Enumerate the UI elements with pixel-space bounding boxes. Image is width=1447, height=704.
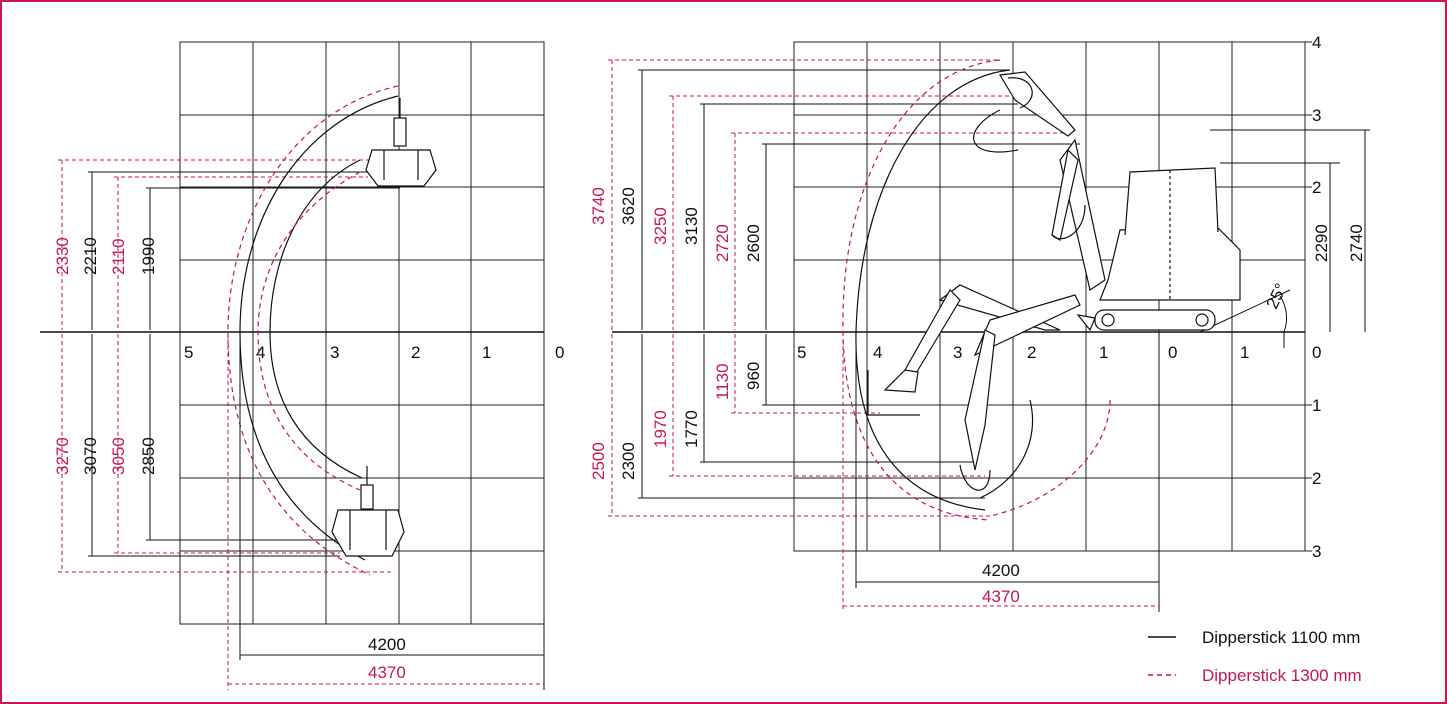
left-dim-label: 2210	[81, 237, 100, 275]
right-x-tick: 4	[873, 343, 882, 362]
left-reach-black: 4200	[368, 635, 406, 654]
left-grab-upper	[365, 98, 437, 187]
right-dim-label: 960	[744, 362, 763, 390]
left-x-tick: 2	[411, 343, 420, 362]
right-dim-label: 2300	[619, 442, 638, 480]
excavator-illustration	[867, 71, 1241, 491]
right-x-tick: 0	[1312, 343, 1321, 362]
right-y-tick: 1	[1312, 396, 1321, 415]
right-y-tick-labels: 4 3 2 1 2 3	[1312, 33, 1321, 561]
right-y-tick: 2	[1312, 178, 1321, 197]
left-reach-arcs: 4200 4370	[227, 85, 545, 690]
right-reach-black: 4200	[982, 561, 1020, 580]
left-x-tick: 0	[555, 343, 564, 362]
legend-red-label: Dipperstick 1300 mm	[1202, 666, 1362, 685]
right-dim-label: 3130	[682, 207, 701, 245]
right-dim-label: 2500	[589, 442, 608, 480]
right-reach-red: 4370	[982, 587, 1020, 606]
left-dims-lower: 3270 3070 3050 2850	[53, 334, 392, 573]
right-dims-lower: 2500 2300 1970 1770 1130 960	[589, 334, 990, 517]
left-reach-red: 4370	[368, 663, 406, 682]
angle-label: 25°	[1263, 280, 1291, 311]
left-dim-label: 2110	[109, 238, 128, 275]
right-dim-label: 3740	[589, 187, 608, 225]
right-dim-label: 2720	[713, 224, 732, 262]
right-y-tick: 3	[1312, 106, 1321, 125]
right-dims-upper: 3740 3620 3250 3130 2720 2600	[589, 59, 1080, 330]
right-reach-arcs: 4200 4370	[842, 59, 1160, 612]
left-dim-label: 1990	[139, 237, 158, 275]
right-x-tick: 1	[1240, 343, 1249, 362]
left-x-tick: 4	[256, 343, 265, 362]
left-dim-label: 3270	[53, 437, 72, 475]
left-x-tick: 5	[184, 343, 193, 362]
left-grab-lower	[331, 466, 405, 557]
left-x-tick: 3	[330, 343, 339, 362]
right-y-tick: 3	[1312, 542, 1321, 561]
right-dim-label: 1770	[682, 410, 701, 448]
left-dim-label: 3050	[109, 437, 128, 475]
right-side-dims: 2290 2740	[1210, 129, 1370, 332]
right-dim-label: 1130	[713, 363, 732, 400]
right-x-tick: 2	[1027, 343, 1036, 362]
left-dim-label: 2330	[53, 237, 72, 275]
right-x-tick: 1	[1099, 343, 1108, 362]
left-x-tick-labels: 5 4 3 2 1 0	[184, 343, 564, 362]
right-dim-label: 3250	[651, 207, 670, 245]
right-y-tick: 2	[1312, 469, 1321, 488]
right-x-tick: 0	[1168, 343, 1177, 362]
right-y-tick: 4	[1312, 33, 1321, 52]
legend: Dipperstick 1100 mm Dipperstick 1300 mm	[1148, 628, 1362, 685]
right-side-dim-label: 2290	[1312, 224, 1331, 262]
right-dim-label: 1970	[651, 410, 670, 448]
left-dims-upper: 2330 2210 2110 1990	[53, 159, 400, 330]
right-dim-label: 3620	[619, 187, 638, 225]
right-x-tick: 3	[953, 343, 962, 362]
legend-black-label: Dipperstick 1100 mm	[1202, 628, 1360, 647]
right-side-dim-label: 2740	[1347, 224, 1366, 262]
right-x-tick-labels: 5 4 3 2 1 0 1 0	[797, 343, 1321, 362]
right-x-tick: 5	[797, 343, 806, 362]
left-grid	[40, 41, 545, 625]
left-dim-label: 2850	[139, 437, 158, 475]
left-x-tick: 1	[482, 343, 491, 362]
right-dim-label: 2600	[744, 224, 763, 262]
left-dim-label: 3070	[81, 437, 100, 475]
